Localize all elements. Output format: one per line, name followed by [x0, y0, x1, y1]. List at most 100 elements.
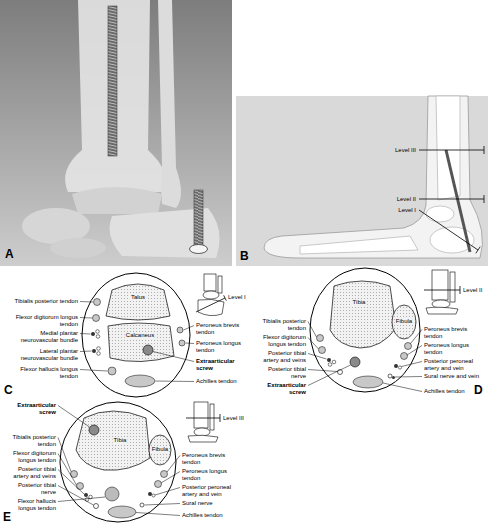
structure-label: Sural nerve — [182, 500, 213, 507]
screw — [194, 190, 203, 246]
tendon — [177, 327, 183, 333]
level-line — [424, 290, 460, 291]
structure-label: Posterior peroneal artery and vein — [182, 484, 244, 498]
leader-line — [136, 513, 180, 516]
leader-line — [184, 326, 195, 331]
tendon — [93, 315, 100, 322]
level-label: Level II — [397, 196, 416, 203]
nerve — [140, 503, 144, 507]
tibia-bone — [65, 0, 166, 192]
leader-line — [58, 486, 94, 506]
panel-letter: B — [240, 250, 249, 263]
level-tick — [484, 146, 485, 154]
nerve — [94, 504, 99, 509]
structure-label: Achilles tendon — [196, 378, 237, 385]
structure-label: Flexor digitorum longus tendon — [252, 334, 306, 348]
panel-letter: D — [474, 384, 483, 397]
leader-line — [58, 438, 71, 472]
level-label: Level III — [395, 147, 416, 154]
leader-line — [58, 497, 105, 502]
tendon — [179, 340, 185, 346]
panel-letter: A — [5, 248, 14, 261]
leader-line — [308, 365, 351, 386]
section-outline — [310, 268, 420, 392]
artery — [92, 349, 96, 353]
level-tick — [220, 414, 221, 422]
fibula-bone — [392, 305, 416, 339]
leader-line — [407, 346, 422, 356]
foot-silhouette — [264, 96, 482, 258]
leader-line — [80, 333, 91, 335]
talus-bone — [72, 187, 162, 214]
bone-label: Fibula — [151, 446, 169, 453]
structure-label: Flexor hallucis longus tendon — [2, 366, 78, 380]
level-tick — [476, 247, 480, 254]
screw-section — [350, 357, 360, 367]
structure-label: Peroneus brevis tendon — [182, 452, 244, 466]
level-tick — [484, 195, 485, 203]
inset-fibula — [210, 404, 214, 430]
screw-section — [89, 425, 99, 435]
structure-label: Tibialis posterior tendon — [252, 318, 306, 332]
inset-talus — [194, 428, 210, 436]
lateral-view-panel — [236, 96, 488, 266]
tendon — [319, 347, 326, 354]
structure-label: Tibialis posterior tendon — [2, 434, 56, 448]
structure-label: Posterior tibial nerve — [252, 366, 306, 380]
nerve — [97, 352, 101, 356]
bone-label: Tibia — [352, 299, 367, 306]
screw — [108, 6, 117, 156]
bone-label: Talus — [130, 294, 146, 301]
tendon — [405, 343, 412, 350]
structure-label: Extraarticular screw — [252, 382, 306, 396]
achilles-tendon — [108, 506, 136, 518]
leader-line — [383, 383, 422, 392]
structure-label: Flexor digitorum longus tendon — [2, 314, 78, 328]
artery — [84, 493, 88, 497]
screw-head — [190, 245, 208, 254]
leader-line — [155, 488, 180, 496]
level-label: Level I — [398, 207, 416, 214]
inset-tibia — [204, 274, 216, 291]
tibia-bone — [76, 411, 150, 470]
inset-foot — [188, 435, 218, 442]
artery — [91, 332, 95, 336]
leader-line — [161, 472, 180, 484]
level-line — [186, 418, 220, 419]
tendon — [161, 471, 168, 478]
structure-label: Peroneus longus tendon — [196, 340, 246, 354]
structure-label: Flexor hallucis longus tendon — [2, 498, 56, 512]
achilles-tendon — [125, 375, 155, 387]
leader-line — [308, 322, 317, 338]
leader-line — [308, 370, 338, 372]
level-tick — [460, 286, 461, 294]
leader-line — [58, 454, 77, 486]
structure-label: Medial plantar neurovascular bundle — [2, 330, 78, 344]
leader-line — [308, 354, 327, 360]
structure-label: Extraarticular screw — [2, 402, 56, 416]
tendon — [105, 487, 119, 501]
structure-label: Peroneus brevis tendon — [424, 326, 486, 340]
structure-label: Posterior tibial nerve — [2, 482, 56, 496]
level-line — [419, 199, 484, 200]
artery — [148, 492, 152, 496]
section-outline — [82, 273, 190, 397]
level-line — [419, 150, 484, 151]
screw-section — [143, 345, 153, 355]
vein — [96, 330, 100, 334]
inset-fibula — [218, 276, 222, 293]
tendon — [155, 481, 162, 488]
inset-tibia — [194, 402, 208, 428]
structure-label: Peroneus brevis tendon — [196, 322, 246, 336]
structure-label: Achilles tendon — [424, 388, 465, 395]
bone-label: Tibia — [113, 437, 128, 444]
structure-label: Lateral plantar neurovascular bundle — [2, 348, 78, 362]
tibia-bone — [436, 96, 460, 200]
tendon — [108, 367, 116, 375]
structure-label: Extraarticular screw — [196, 358, 246, 372]
leader-line — [80, 317, 92, 319]
nerve — [388, 374, 392, 378]
panel-letter: C — [4, 384, 13, 397]
tendon — [77, 483, 84, 490]
inset-fibula — [450, 272, 455, 302]
